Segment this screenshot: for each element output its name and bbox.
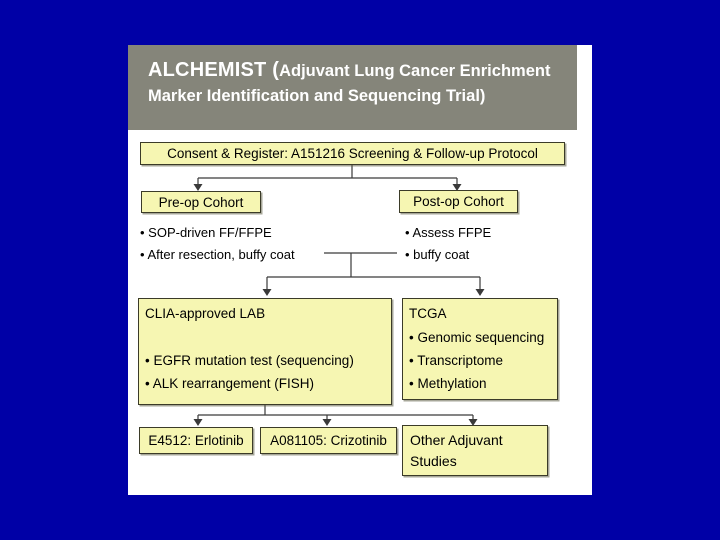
consent-register-box: Consent & Register: A151216 Screening & … [140, 142, 565, 165]
bullet-item: • Methylation [409, 376, 487, 391]
bullet-item: • EGFR mutation test (sequencing) [145, 353, 354, 368]
trial-a081105-label: A081105: Crizotinib [270, 433, 387, 448]
trial-box-other-adjuvant: Other Adjuvant Studies [402, 425, 548, 476]
consent-register-label: Consent & Register: A151216 Screening & … [167, 146, 538, 161]
postop-bullet-list: • Assess FFPE • buffy coat [405, 222, 491, 266]
bullet-item: • After resection, buffy coat [140, 247, 295, 262]
trial-other-label: Other Adjuvant Studies [410, 432, 503, 469]
preop-cohort-label: Pre-op Cohort [158, 194, 244, 210]
trial-box-e4512: E4512: Erlotinib [139, 427, 253, 454]
postop-cohort-box: Post-op Cohort [399, 190, 518, 213]
trial-e4512-label: E4512: Erlotinib [148, 433, 244, 448]
trial-acronym: ALCHEMIST ( [148, 59, 280, 81]
slide-title: ALCHEMIST (Adjuvant Lung Cancer Enrichme… [128, 45, 577, 109]
slide: ALCHEMIST (Adjuvant Lung Cancer Enrichme… [128, 45, 592, 495]
trial-full-name-line2: Marker Identification and Sequencing Tri… [148, 87, 486, 105]
trial-full-name-line1: Adjuvant Lung Cancer Enrichment [279, 62, 551, 80]
trial-box-a081105: A081105: Crizotinib [260, 427, 397, 454]
clia-lab-title: CLIA-approved LAB [145, 306, 266, 321]
header-bar: ALCHEMIST (Adjuvant Lung Cancer Enrichme… [128, 45, 577, 130]
clia-bullet-list: • EGFR mutation test (sequencing) • ALK … [145, 349, 387, 395]
tcga-bullet-list: • Genomic sequencing • Transcriptome • M… [409, 326, 553, 395]
tcga-title: TCGA [409, 306, 447, 321]
bullet-item: • buffy coat [405, 247, 470, 262]
bullet-item: • Assess FFPE [405, 225, 492, 240]
bullet-item: • Transcriptome [409, 353, 504, 368]
preop-bullet-list: • SOP-driven FF/FFPE • After resection, … [140, 222, 295, 266]
clia-lab-box: CLIA-approved LAB • EGFR mutation test (… [138, 298, 392, 405]
tcga-box: TCGA • Genomic sequencing • Transcriptom… [402, 298, 558, 400]
bullet-item: • SOP-driven FF/FFPE [140, 225, 272, 240]
bullet-item: • ALK rearrangement (FISH) [145, 376, 315, 391]
postop-cohort-label: Post-op Cohort [413, 194, 504, 209]
bullet-item: • Genomic sequencing [409, 330, 545, 345]
preop-cohort-box: Pre-op Cohort [141, 191, 261, 213]
